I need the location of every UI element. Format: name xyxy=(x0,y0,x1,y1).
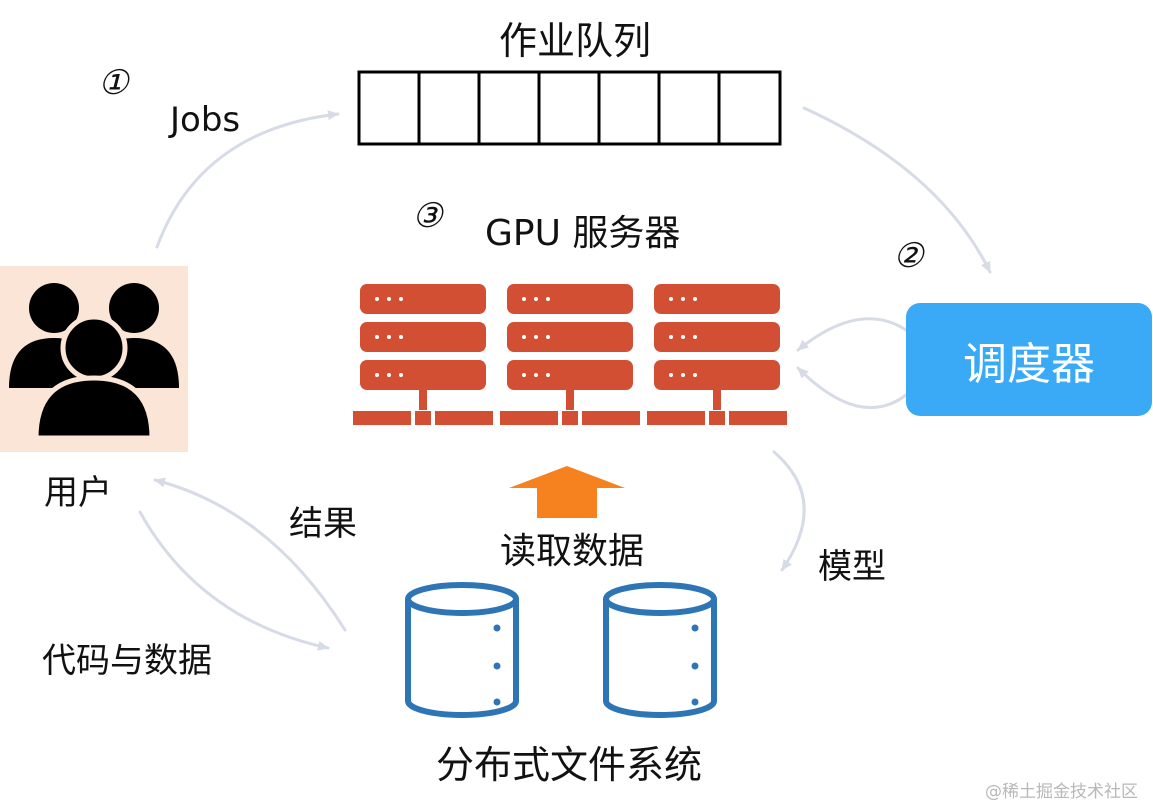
scheduler-to-server-arrow-top xyxy=(796,317,908,352)
model-arrow xyxy=(772,450,806,572)
jobs-arrow xyxy=(155,110,340,249)
users-icon xyxy=(9,283,179,441)
scheduler-to-server-arrow-bottom xyxy=(796,366,908,410)
code-data-arrow xyxy=(138,510,330,651)
server-icon xyxy=(507,284,633,410)
code-data-label: 代码与数据 xyxy=(42,641,212,681)
step-3-marker: ③ xyxy=(412,196,443,236)
jobs-label: Jobs xyxy=(170,100,241,140)
server-icon xyxy=(654,284,780,410)
result-label: 结果 xyxy=(289,504,357,544)
server-network-bar xyxy=(353,411,787,425)
queue-to-scheduler-arrow xyxy=(802,106,992,274)
users-icon-box xyxy=(0,266,188,452)
job-queue xyxy=(357,70,782,146)
server-icon xyxy=(360,284,486,410)
queue-title: 作业队列 xyxy=(499,19,652,63)
model-label: 模型 xyxy=(818,547,886,587)
database-icon xyxy=(405,582,519,718)
user-label: 用户 xyxy=(44,473,112,513)
step-2-marker: ② xyxy=(893,236,924,276)
step-1-marker: ① xyxy=(98,63,129,103)
read-data-label: 读取数据 xyxy=(500,531,645,572)
gpu-server-title: GPU 服务器 xyxy=(485,213,681,254)
database-icon xyxy=(603,582,717,718)
result-arrow xyxy=(153,477,347,632)
gpu-servers xyxy=(353,284,787,425)
up-arrow-icon xyxy=(509,466,625,518)
scheduler-box: 调度器 xyxy=(906,303,1152,416)
dfs-label: 分布式文件系统 xyxy=(436,743,703,787)
watermark: @稀土掘金技术社区 xyxy=(985,782,1138,802)
scheduler-label: 调度器 xyxy=(963,338,1095,390)
